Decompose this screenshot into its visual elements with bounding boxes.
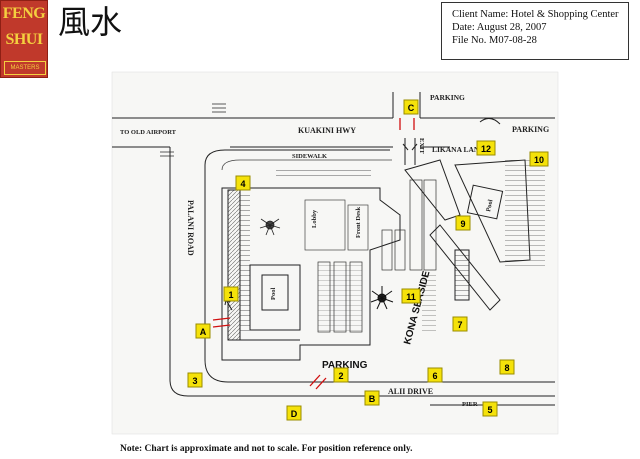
parking-right-label: PARKING: [512, 125, 549, 134]
marker-6-label: 6: [432, 371, 437, 381]
parking-top-label: PARKING: [430, 93, 465, 102]
alii-drive-label: ALII DRIVE: [388, 387, 433, 396]
marker-2: 2: [333, 367, 349, 383]
logo-line-2: SHUI: [5, 31, 43, 48]
marker-10: 10: [529, 151, 549, 167]
front-desk-label: Front Desk: [355, 206, 362, 238]
marker-2-label: 2: [338, 371, 343, 381]
parking-stalls-center: [422, 275, 436, 335]
pier-label: PIER: [462, 401, 478, 408]
date-line: Date: August 28, 2007: [452, 22, 547, 33]
marker-b-label: B: [369, 394, 376, 404]
palm-tree-icon: [370, 286, 394, 310]
to-old-airport-label: TO OLD AIRPORT: [120, 129, 177, 136]
marker-a: A: [195, 323, 211, 339]
marker-8: 8: [499, 359, 515, 375]
marker-5-label: 5: [487, 405, 492, 415]
pool-west: [261, 274, 289, 311]
red-gate-marks: [212, 118, 415, 390]
logo-line-3: MASTERS: [4, 61, 46, 75]
marker-9-label: 9: [460, 219, 465, 229]
pool-east-label: Pool: [485, 199, 494, 213]
guest-room-hatch: [318, 262, 362, 332]
marker-5: 5: [482, 401, 498, 417]
seaside-wing: [404, 159, 531, 311]
exit-arrow-icon: [402, 143, 418, 151]
likana-lane-label: LIKANA LANE: [432, 145, 484, 154]
marker-c: C: [403, 99, 419, 115]
marker-b: B: [364, 390, 380, 406]
pool-area-west: [249, 264, 301, 331]
sidewalk-path: [221, 159, 392, 171]
exit-label: EXIT: [418, 138, 425, 155]
feng-shui-calligraphy: 風水: [58, 3, 123, 41]
lobby-label: Lobby: [311, 209, 318, 228]
kuakini-hwy-label: KUAKINI HWY: [298, 126, 356, 135]
marker-1-label: 1: [228, 290, 233, 300]
marker-7: 7: [452, 316, 468, 332]
parking-main-label: PARKING: [322, 360, 368, 371]
marker-d: D: [286, 405, 302, 421]
marker-12: 12: [476, 140, 496, 156]
marker-9: 9: [455, 215, 471, 231]
marker-12-label: 12: [481, 144, 491, 154]
client-info-box: Client Name: Hotel & Shopping Center Dat…: [441, 2, 629, 60]
pool-west-label: Pool: [270, 288, 277, 300]
kuakini-hwy-road: [112, 92, 555, 148]
marker-a-label: A: [200, 327, 207, 337]
marker-4-label: 4: [240, 179, 245, 189]
exit-lane: [404, 138, 416, 165]
footnote: Note: Chart is approximate and not to sc…: [120, 444, 413, 454]
feng-shui-masters-logo: FENG SHUI MASTERS: [0, 0, 48, 78]
marker-1: 1: [223, 286, 239, 302]
marker-c-label: C: [408, 103, 415, 113]
logo-line-1: FENG: [2, 5, 46, 22]
marker-11-label: 11: [406, 292, 416, 302]
parking-stalls-west: [240, 195, 250, 335]
marker-d-label: D: [291, 409, 298, 419]
sidewalk-label: SIDEWALK: [292, 153, 327, 160]
parking-stalls-east: [505, 160, 545, 270]
front-desk-room: [347, 204, 369, 251]
tree-icon: [259, 218, 281, 236]
marker-6: 6: [427, 367, 443, 383]
marker-3-label: 3: [192, 376, 197, 386]
marker-4: 4: [235, 175, 251, 191]
marker-11: 11: [401, 288, 421, 304]
marker-7-label: 7: [457, 320, 462, 330]
file-number-line: File No. M07-08-28: [452, 35, 537, 46]
crosswalk: [160, 103, 226, 157]
turn-arrow-icon: [479, 118, 501, 125]
marker-10-label: 10: [534, 155, 544, 165]
marker-8-label: 8: [504, 363, 509, 373]
marker-3: 3: [187, 372, 203, 388]
client-name-line: Client Name: Hotel & Shopping Center: [452, 9, 619, 20]
pool-area-east: [466, 184, 504, 220]
palani-road-label: PALANI ROAD: [186, 200, 195, 256]
parking-stalls-north: [276, 170, 371, 180]
lobby-room: [304, 199, 346, 251]
palani-road: [169, 147, 390, 397]
